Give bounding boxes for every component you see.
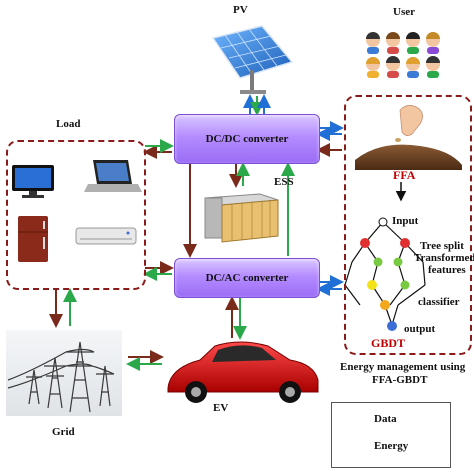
output-label: output: [404, 323, 436, 335]
dcac-converter-label: DC/AC converter: [205, 272, 289, 284]
legend-box: [331, 402, 451, 468]
battery-container-icon: [204, 193, 279, 243]
refrigerator-icon: [18, 216, 48, 262]
air-conditioner-icon: [75, 227, 137, 245]
load-label: Load: [56, 118, 81, 130]
dcdc-converter: DC/DC converter: [174, 114, 320, 164]
user-avatar-icon: [366, 32, 440, 78]
features-label: features: [428, 264, 466, 276]
ess-label: ESS: [274, 176, 294, 188]
em-title-line1: Energy management using: [340, 361, 466, 373]
laptop-icon: [84, 160, 142, 192]
electric-car-icon: [167, 341, 319, 403]
user-label: User: [393, 6, 415, 18]
gbdt-label: GBDT: [371, 336, 406, 350]
legend-data-label: Data: [374, 413, 397, 425]
classifier-label: classifier: [418, 296, 460, 308]
dcdc-converter-label: DC/DC converter: [205, 133, 289, 145]
em-title-line2: FFA-GBDT: [372, 374, 428, 386]
load-container: [6, 140, 146, 290]
solar-panel-icon: [211, 25, 294, 94]
tree-nodes: [360, 217, 410, 331]
transmission-tower-icon: [6, 330, 122, 416]
ev-label: EV: [213, 402, 229, 414]
input-label: Input: [392, 215, 419, 227]
dcac-converter: DC/AC converter: [174, 258, 320, 298]
ffa-gbdt-container: [344, 95, 472, 355]
ffa-label: FFA: [393, 168, 416, 182]
transformed-label: Transformed: [414, 252, 474, 264]
monitor-icon: [12, 165, 54, 198]
pv-label: PV: [233, 4, 248, 16]
grid-label: Grid: [52, 426, 75, 438]
hand-seed-icon: [355, 105, 462, 170]
tree-split-label: Tree split: [420, 240, 464, 252]
legend-energy-label: Energy: [374, 440, 409, 452]
